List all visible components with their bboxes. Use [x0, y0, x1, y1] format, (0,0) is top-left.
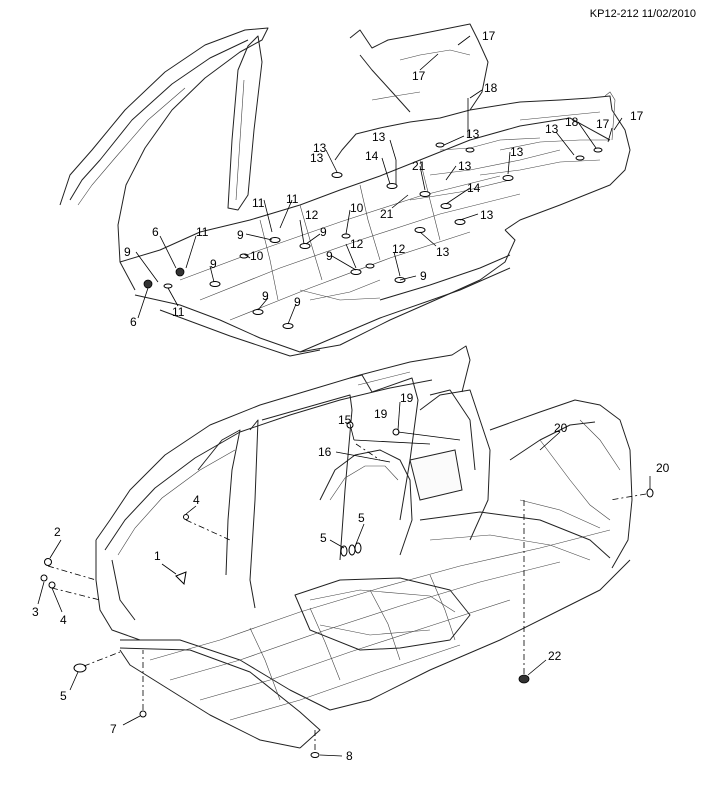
callout-label: 21 [412, 159, 426, 173]
callout-label: 7 [110, 722, 117, 736]
callout-label: 13 [510, 145, 524, 159]
callout-label: 17 [596, 117, 610, 131]
callout-label: 4 [193, 493, 200, 507]
callout-label: 20 [656, 461, 670, 475]
callout-label: 17 [412, 69, 426, 83]
callout-label: 2 [54, 525, 61, 539]
callout-label: 18 [484, 81, 498, 95]
callout-label: 13 [480, 208, 494, 222]
callout-label: 6 [152, 225, 159, 239]
callout-label: 12 [305, 208, 319, 222]
callout-label: 4 [60, 613, 67, 627]
callout-label: 20 [554, 421, 568, 435]
callout-label: 14 [365, 149, 379, 163]
upper-floor-assembly [59, 23, 631, 357]
callout-labels: 17 17 18 17 17 13 13 13 13 13 18 14 21 1… [32, 29, 670, 763]
callout-label: 3 [32, 605, 39, 619]
callout-label: 6 [130, 315, 137, 329]
callout-label: 13 [372, 130, 386, 144]
callout-label: 13 [458, 159, 472, 173]
plugs [40, 142, 654, 758]
callout-label: 19 [374, 407, 388, 421]
callout-label: 11 [196, 225, 209, 239]
callout-label: 13 [313, 141, 327, 155]
callout-label: 9 [262, 289, 269, 303]
callout-label: 8 [346, 749, 353, 763]
callout-label: 13 [436, 245, 450, 259]
callout-label: 13 [310, 151, 324, 165]
callout-label: 13 [466, 127, 480, 141]
callout-label: 5 [358, 511, 365, 525]
callout-label: 11 [286, 192, 299, 206]
callout-label: 1 [154, 549, 161, 563]
callout-label: 5 [60, 689, 67, 703]
callout-label: 9 [420, 269, 427, 283]
callout-label: 9 [320, 225, 327, 239]
diagram-reference-code: KP12-212 11/02/2010 [589, 8, 696, 20]
callout-label: 5 [320, 531, 327, 545]
callout-label: 12 [392, 242, 406, 256]
callout-label: 11 [252, 196, 265, 210]
callout-label: 12 [350, 237, 364, 251]
callout-label: 21 [380, 207, 394, 221]
callout-label: 18 [565, 115, 579, 129]
callout-label: 9 [210, 257, 217, 271]
callout-label: 14 [467, 181, 481, 195]
callout-label: 10 [250, 249, 264, 263]
lower-body-assembly [95, 345, 633, 749]
callout-label: 19 [400, 391, 414, 405]
callout-label: 17 [482, 29, 496, 43]
leader-lines [37, 35, 651, 757]
callout-label: 10 [350, 201, 364, 215]
callout-label: 13 [545, 122, 559, 136]
callout-label: 9 [294, 295, 301, 309]
callout-label: 9 [124, 245, 131, 259]
callout-label: 17 [630, 109, 644, 123]
callout-label: 15 [338, 413, 352, 427]
callout-label: 11 [172, 305, 185, 319]
callout-label: 22 [548, 649, 562, 663]
callout-label: 9 [237, 228, 244, 242]
callout-label: 16 [318, 445, 332, 459]
callout-label: 9 [326, 249, 333, 263]
